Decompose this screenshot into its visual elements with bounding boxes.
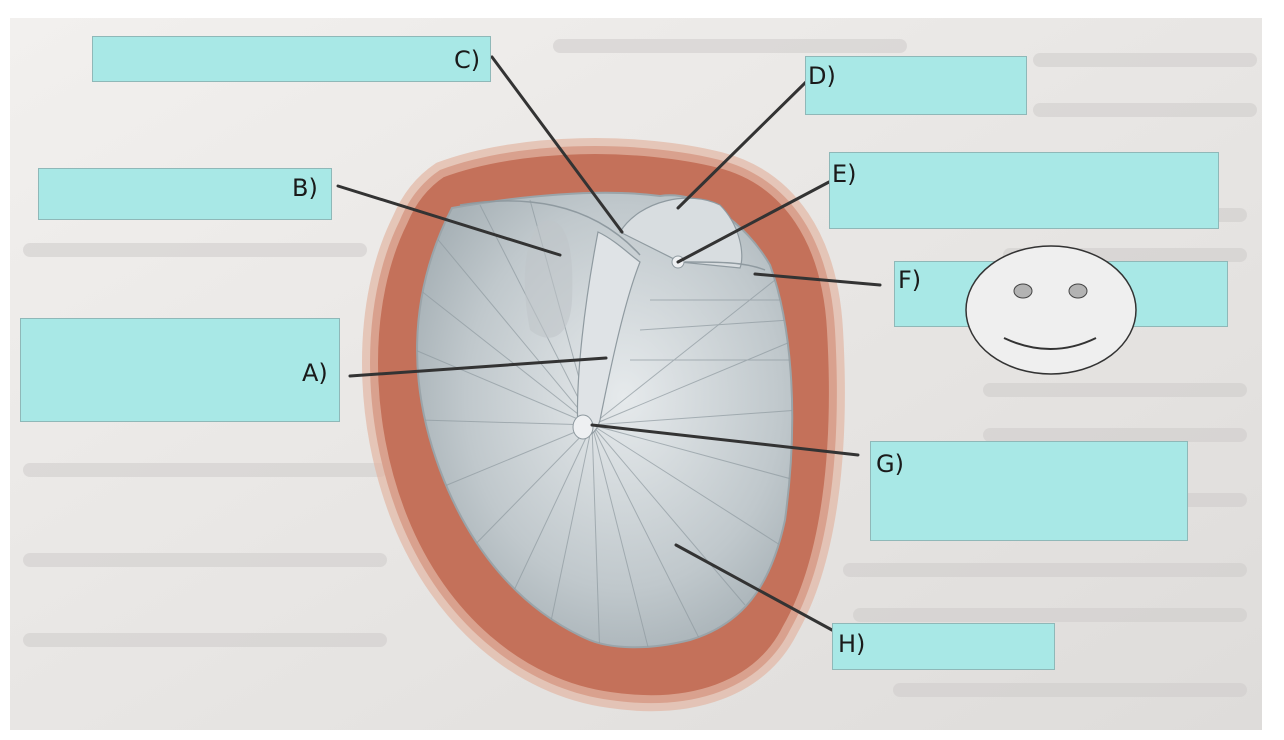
leader-line-e (676, 180, 831, 264)
leader-line-b (336, 184, 562, 257)
answer-box-b[interactable] (38, 168, 332, 220)
malleus-handle (576, 231, 641, 437)
label-e: E) (832, 160, 857, 188)
answer-box-d[interactable] (805, 56, 1027, 115)
answer-box-g[interactable] (870, 441, 1188, 541)
smiley-mouth-icon (1003, 337, 1097, 350)
smiley-left-eye-icon (1013, 283, 1033, 299)
answer-box-e[interactable] (829, 152, 1219, 229)
leader-line-a (348, 356, 608, 378)
answer-box-a[interactable] (20, 318, 340, 422)
pars-flaccida (619, 197, 743, 269)
smiley-face-outline (965, 245, 1137, 375)
leader-line-c (490, 55, 624, 234)
label-f: F) (898, 266, 922, 294)
umbo (572, 414, 594, 440)
incus-shadow (524, 220, 573, 338)
label-g: G) (876, 450, 904, 478)
answer-box-c[interactable] (92, 36, 491, 82)
label-a: A) (302, 359, 328, 387)
leader-line-f (753, 272, 882, 287)
label-h: H) (838, 630, 866, 658)
label-d: D) (808, 62, 836, 90)
smiley-right-eye-icon (1068, 283, 1088, 299)
label-c: C) (454, 46, 481, 74)
label-b: B) (292, 174, 318, 202)
leader-line-h (674, 543, 834, 632)
leader-lines (336, 55, 882, 632)
answer-box-h[interactable] (832, 623, 1055, 670)
leader-line-d (676, 80, 808, 210)
smiley-face-sticker (965, 245, 1137, 375)
leader-line-g (590, 423, 860, 457)
